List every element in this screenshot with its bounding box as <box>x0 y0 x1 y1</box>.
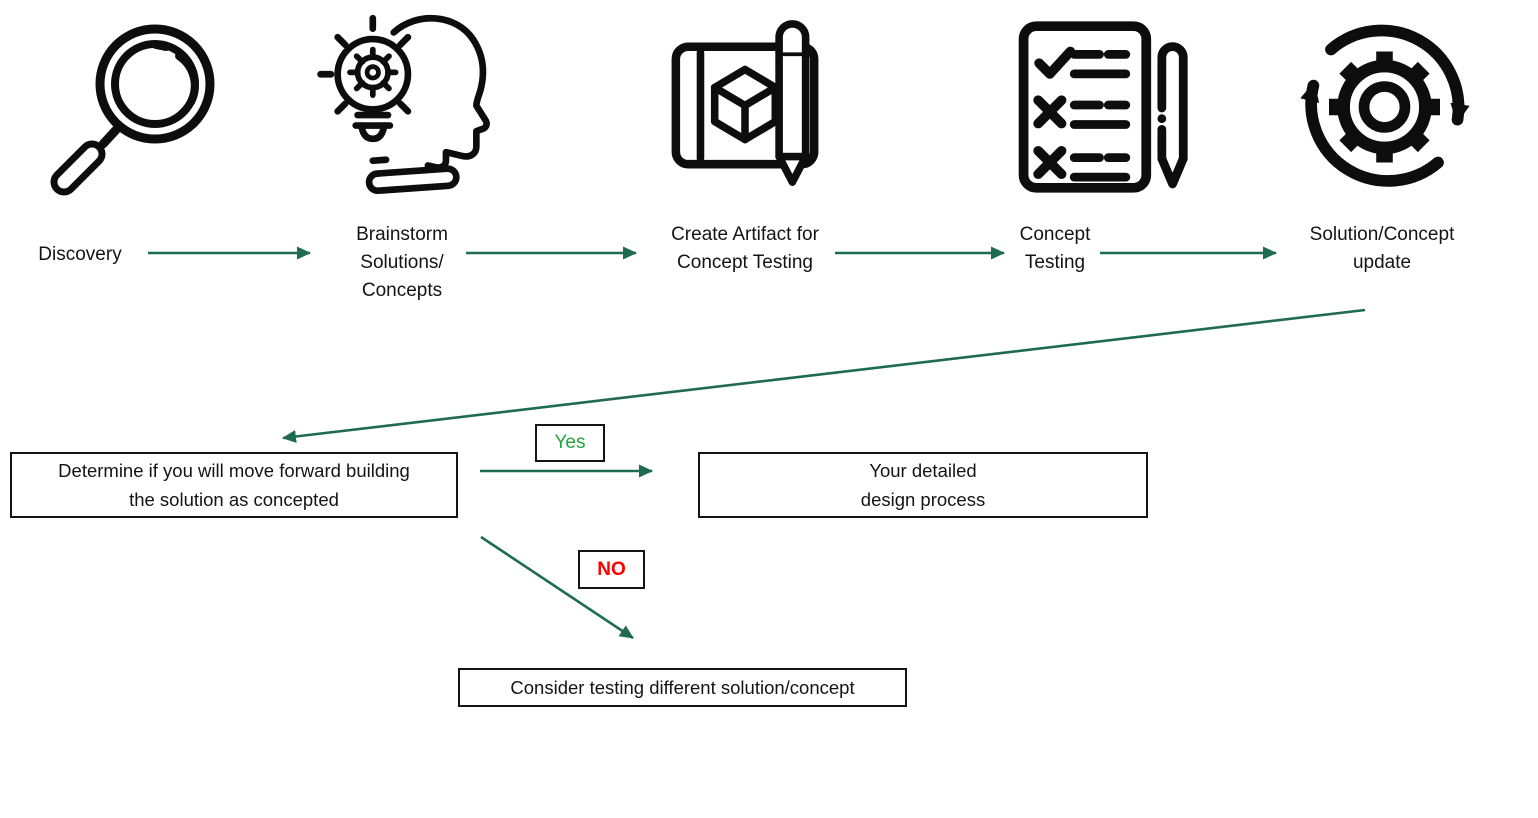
blueprint-cube-pencil-icon <box>655 12 835 197</box>
stage-label-solution-update: Solution/Concept update <box>1309 224 1455 273</box>
no-label-box: NO <box>578 550 645 589</box>
yes-label-box: Yes <box>535 424 605 462</box>
brainstorm-head-icon <box>312 5 502 210</box>
arrow-update-to-decision <box>282 308 1366 443</box>
gear-cycle-icon <box>1292 12 1477 202</box>
checklist-pen-icon <box>1008 12 1193 202</box>
detailed-design-box: Your detailed design process <box>698 452 1148 518</box>
stage-label-create-artifact: Create Artifact for Concept Testing <box>671 224 819 273</box>
decision-box: Determine if you will move forward build… <box>10 452 458 518</box>
stage-label-brainstorm: Brainstorm Solutions/ Concepts <box>356 224 448 301</box>
stage-label-discovery: Discovery <box>38 244 122 265</box>
stage-label-concept-testing: Concept Testing <box>1019 224 1091 273</box>
magnifier-icon <box>40 14 225 204</box>
consider-testing-box: Consider testing different solution/conc… <box>458 668 907 707</box>
